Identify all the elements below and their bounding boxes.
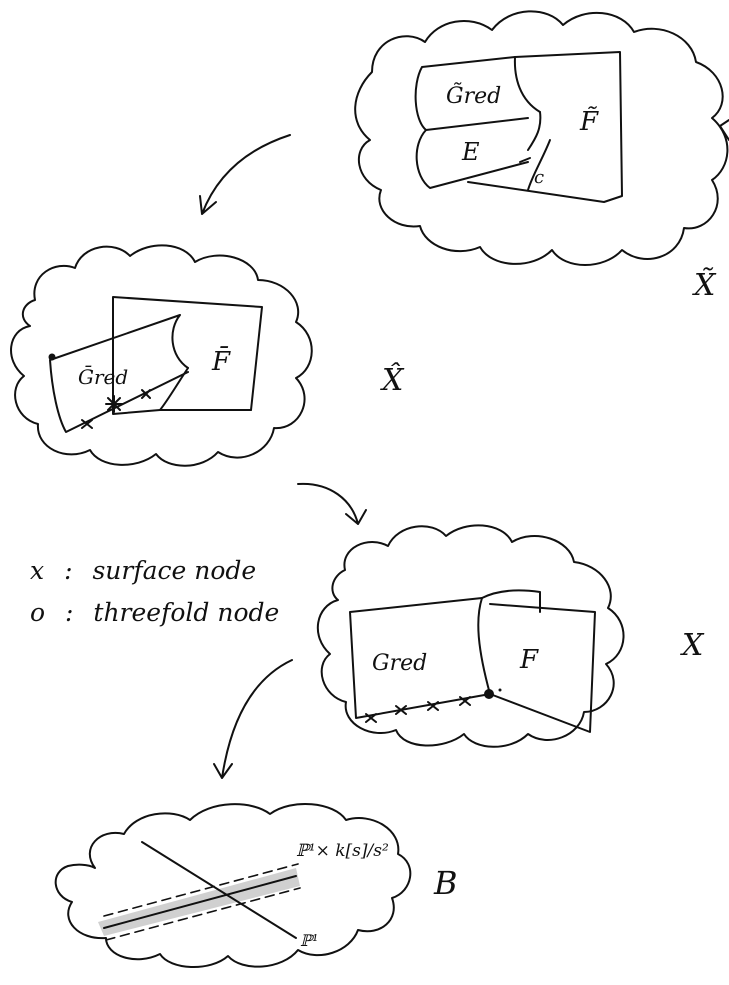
g-hat-bottom bbox=[112, 335, 161, 415]
band-dash-top bbox=[103, 863, 299, 917]
x-tilde-g-red-label: G̃red bbox=[446, 83, 501, 109]
x-hat-f-label: F̄ bbox=[211, 345, 231, 377]
b-p1-ks-label: ℙ¹× k[s]/s² bbox=[296, 841, 389, 861]
f-surface-back bbox=[481, 589, 541, 613]
b-panel: ℙ¹× k[s]/s² ℙ¹ B bbox=[54, 803, 458, 968]
g-tilde-surface bbox=[414, 56, 529, 131]
x-tilde-f-label: F̃ bbox=[579, 106, 599, 137]
arrow-xtilde-to-xhat bbox=[199, 134, 291, 215]
threefold-node-x-dot bbox=[498, 688, 502, 692]
legend-threefold-node: o : threefold node bbox=[30, 598, 279, 627]
b-cloud-outline bbox=[54, 803, 412, 968]
threefold-node-xhat bbox=[48, 353, 56, 361]
threefold-node-x bbox=[484, 689, 494, 699]
arrow-xhat-to-x bbox=[297, 482, 367, 525]
band-line bbox=[103, 875, 297, 929]
x-g-red-label: Gred bbox=[372, 651, 427, 676]
x-tilde-stub bbox=[719, 119, 729, 141]
g-tilde-right-edge bbox=[513, 56, 541, 113]
x-panel: Gred F X bbox=[316, 524, 705, 748]
x-cloud-outline bbox=[316, 524, 625, 748]
x-hat-panel: Ḡred F̄ X̂ bbox=[10, 244, 405, 467]
p1-line bbox=[141, 841, 297, 939]
x-tilde-c-label: c bbox=[534, 167, 544, 188]
back-surface bbox=[112, 296, 263, 411]
x-f-label: F bbox=[519, 645, 539, 675]
x-tilde-e-label: E bbox=[461, 138, 480, 166]
b-label: B bbox=[433, 864, 458, 902]
surface-node-marks-xhat bbox=[81, 389, 151, 429]
x-tilde-label: X̃ bbox=[692, 268, 717, 303]
e-surface bbox=[415, 129, 529, 189]
legend-threefold-node-symbol: o bbox=[30, 598, 46, 627]
surface-node-marks-x bbox=[365, 696, 471, 723]
legend-surface-node-sep: : bbox=[64, 556, 73, 585]
curve-c bbox=[527, 139, 551, 191]
f-tilde-surface bbox=[467, 51, 623, 203]
legend-surface-node-text: surface node bbox=[92, 556, 257, 585]
x-tilde-panel: G̃red E F̃ c X̃ bbox=[354, 10, 729, 303]
legend-surface-node: x : surface node bbox=[30, 556, 256, 585]
x-label: X bbox=[680, 628, 705, 663]
f-surface bbox=[477, 597, 596, 733]
c-arrow-cap bbox=[519, 157, 531, 163]
f-hat-curve bbox=[159, 367, 252, 411]
g-hat-surface bbox=[49, 314, 189, 433]
legend-surface-node-symbol: x bbox=[30, 556, 45, 585]
legend-threefold-node-sep: : bbox=[65, 598, 74, 627]
g-surface bbox=[349, 597, 491, 719]
x-tilde-cloud-outline bbox=[354, 10, 729, 266]
band-dash-bottom bbox=[105, 887, 301, 941]
arrow-x-to-b bbox=[213, 659, 293, 779]
x-hat-cloud-outline bbox=[10, 244, 313, 467]
b-p1-label: ℙ¹ bbox=[300, 931, 318, 950]
x-hat-g-red-label: Ḡred bbox=[78, 364, 128, 389]
x-hat-label: X̂ bbox=[380, 363, 405, 398]
legend-threefold-node-text: threefold node bbox=[93, 598, 280, 627]
